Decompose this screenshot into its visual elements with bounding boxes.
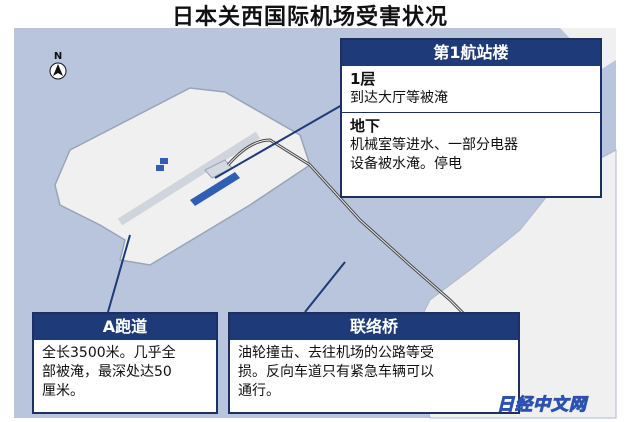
- runway-line: 厘米。: [42, 383, 84, 399]
- map-title: 日本关西国际机场受害状况: [171, 5, 448, 30]
- runway-line: 全长3500米。几乎全: [42, 345, 176, 361]
- bridge-line: 通行。: [238, 383, 280, 399]
- runway-callout-header: A跑道: [34, 314, 216, 340]
- bridge-line: 油轮撞击、去往机场的公路等受: [238, 345, 434, 361]
- terminal-building: [190, 172, 240, 206]
- pointer-bridge: [304, 261, 346, 313]
- terminal-section-heading: 地下: [350, 117, 381, 135]
- terminal-section-line: 设备被水淹。停电: [350, 156, 462, 172]
- runway-callout-body: 全长3500米。几乎全 部被淹，最深处达50 厘米。: [34, 340, 216, 405]
- north-arrow: N: [46, 52, 70, 82]
- terminal-section-1f: 1层 到达大厅等被淹: [342, 66, 600, 112]
- bridge-line: 损。反向车道只有紧急车辆可以: [238, 364, 434, 380]
- north-arrow-icon: [49, 62, 67, 80]
- pointer-terminal: [214, 104, 343, 179]
- terminal-callout: 第1航站楼 1层 到达大厅等被淹 地下 机械室等进水、一部分电器 设备被水淹。停…: [340, 38, 602, 198]
- terminal-section-line: 到达大厅等被淹: [350, 90, 448, 106]
- terminal-section-basement: 地下 机械室等进水、一部分电器 设备被水淹。停电: [342, 113, 600, 178]
- runway-line: 部被淹，最深处达50: [42, 364, 172, 380]
- terminal-callout-header: 第1航站楼: [342, 40, 600, 66]
- pointer-runway: [107, 234, 131, 313]
- watermark-logo: 日经中文网: [497, 395, 587, 416]
- runway-a: [117, 131, 261, 226]
- north-label: N: [53, 51, 63, 62]
- bridge-callout-body: 油轮撞击、去往机场的公路等受 损。反向车道只有紧急车辆可以 通行。: [230, 340, 518, 405]
- bridge-callout-header: 联络桥: [230, 314, 518, 340]
- airport-island: [54, 87, 311, 266]
- terminal-section-heading: 1层: [350, 70, 376, 88]
- terminal-mark: [160, 158, 168, 164]
- bridge-callout: 联络桥 油轮撞击、去往机场的公路等受 损。反向车道只有紧急车辆可以 通行。: [228, 312, 520, 414]
- runway-callout: A跑道 全长3500米。几乎全 部被淹，最深处达50 厘米。: [32, 312, 218, 414]
- terminal-section-line: 机械室等进水、一部分电器: [350, 137, 518, 153]
